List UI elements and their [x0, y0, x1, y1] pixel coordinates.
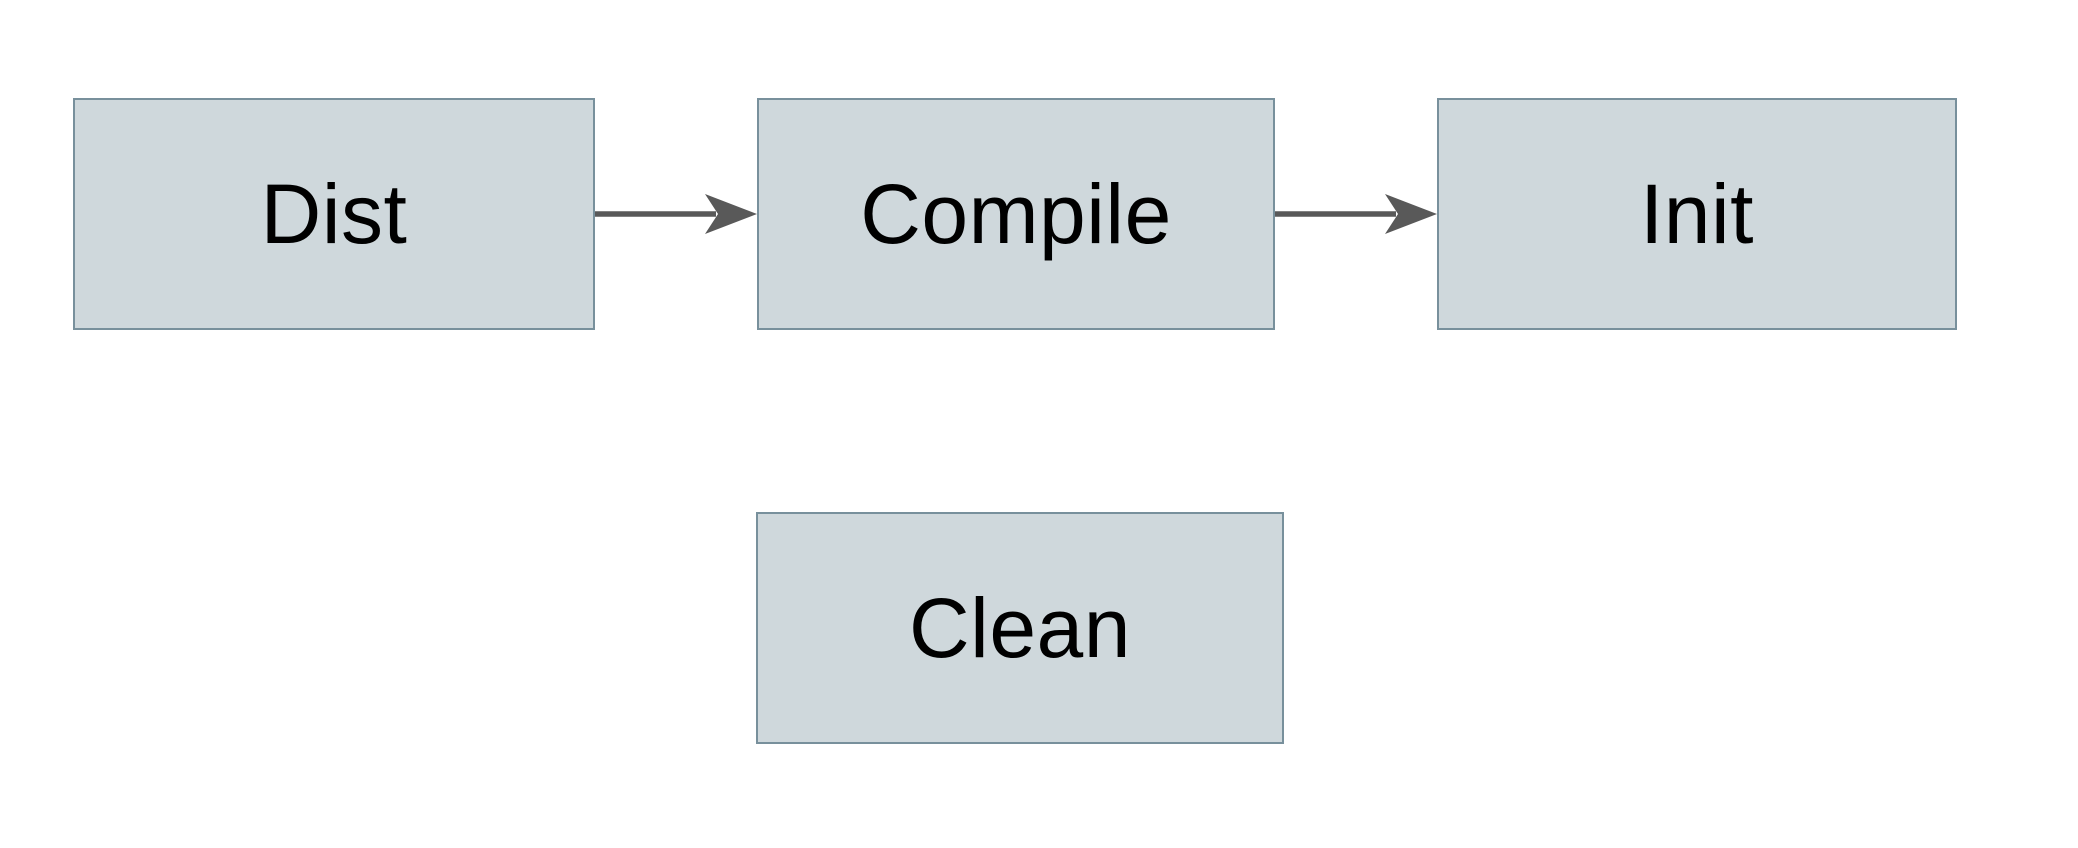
- node-clean-label: Clean: [909, 581, 1131, 675]
- arrow-dist-to-compile: [595, 194, 757, 234]
- node-clean: Clean: [756, 512, 1284, 744]
- node-dist: Dist: [73, 98, 595, 330]
- arrow-compile-to-init: [1275, 194, 1437, 234]
- node-dist-label: Dist: [260, 167, 408, 261]
- node-compile-label: Compile: [860, 167, 1172, 261]
- node-init: Init: [1437, 98, 1957, 330]
- node-init-label: Init: [1639, 167, 1755, 261]
- node-compile: Compile: [757, 98, 1275, 330]
